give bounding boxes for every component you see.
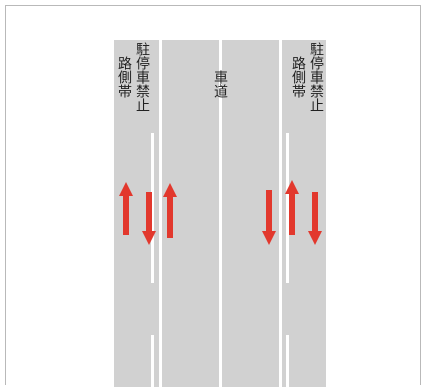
right-shoulder-line-seg-1	[286, 133, 289, 283]
left-shoulder-label-col1: 路側帯	[116, 56, 132, 98]
left-shoulder-down-arrow	[142, 192, 156, 245]
right-shoulder-up-arrow	[285, 180, 299, 235]
right-lane-down-arrow	[262, 190, 276, 245]
left-lane-up-arrow	[163, 183, 177, 238]
right-shoulder-down-arrow	[308, 192, 322, 245]
road-label: 車道	[212, 70, 228, 98]
center-line	[219, 40, 222, 387]
left-shoulder-up-arrow	[119, 182, 133, 235]
right-shoulder-label-col1: 路側帯	[290, 56, 306, 98]
right-shoulder-line	[286, 133, 289, 387]
right-shoulder-label-col2: 駐停車禁止	[308, 42, 324, 112]
left-shoulder-line	[151, 133, 154, 387]
left-edge-line	[159, 40, 162, 387]
right-shoulder-line-seg-2	[286, 335, 289, 387]
right-edge-line	[279, 40, 282, 387]
left-shoulder-line-seg-1	[151, 133, 154, 283]
left-shoulder-label-col2: 駐停車禁止	[134, 42, 150, 112]
left-shoulder-line-seg-2	[151, 335, 154, 387]
